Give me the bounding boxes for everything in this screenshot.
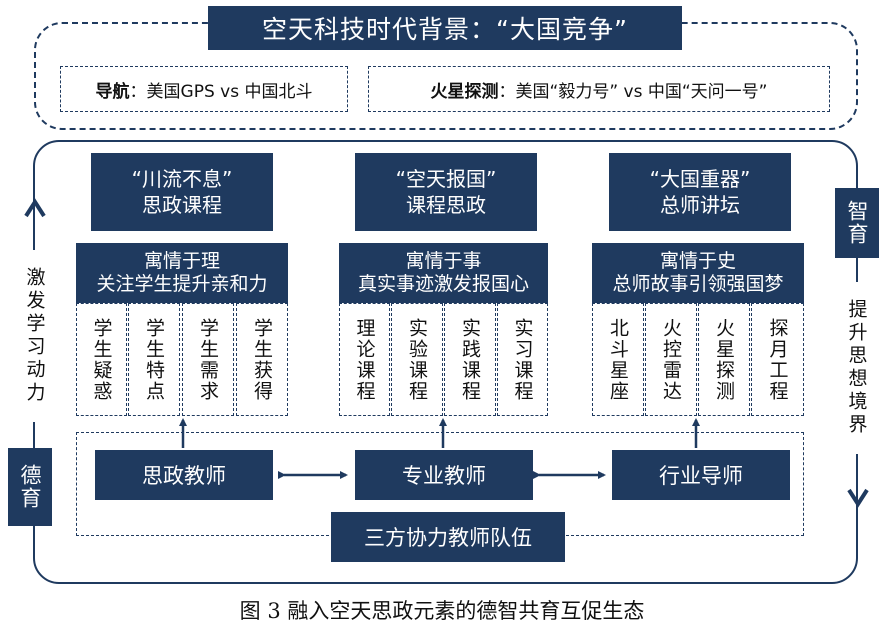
course-box-politics: “川流不息” 思政课程 xyxy=(91,153,273,231)
cell-practice-course: 实践课程 xyxy=(444,303,496,416)
theme-box-reason: 寓情于理 关注学生提升亲和力 xyxy=(76,243,288,303)
navigation-text: ：美国GPS vs 中国北斗 xyxy=(129,81,313,102)
theme-box-deeds: 寓情于事 真实事迹激发报国心 xyxy=(339,243,548,303)
mars-text: ：美国“毅力号” vs 中国“天问一号” xyxy=(498,81,768,102)
cell-student-traits: 学生特点 xyxy=(128,303,180,416)
course-forum-line2: 总师讲坛 xyxy=(660,193,740,217)
figure-caption: 图 3 融入空天思政元素的德智共育互促生态 xyxy=(239,599,645,623)
cell-fire-radar: 火控雷达 xyxy=(645,303,697,416)
course-box-ideology: “空天报国” 课程思政 xyxy=(355,153,537,231)
left-up-chevron xyxy=(24,198,46,218)
course-forum-line1: “大国重器” xyxy=(649,167,751,191)
mars-exploration-comparison: 火星探测：美国“毅力号” vs 中国“天问一号” xyxy=(368,66,830,112)
navigation-comparison: 导航：美国GPS vs 中国北斗 xyxy=(60,66,348,112)
course-ideology-line1: “空天报国” xyxy=(395,167,497,191)
mars-label: 火星探测 xyxy=(430,81,499,102)
course-ideology-line2: 课程思政 xyxy=(406,193,486,217)
theme-deeds-line2: 真实事迹激发报国心 xyxy=(357,273,529,295)
teacher-major: 专业教师 xyxy=(355,450,533,500)
theme-reason-line2: 关注学生提升亲和力 xyxy=(96,273,268,295)
right-down-chevron xyxy=(847,488,869,508)
teacher-team-label: 三方协力教师队伍 xyxy=(331,512,565,562)
cell-student-needs: 学生需求 xyxy=(182,303,234,416)
cell-mars: 火星探测 xyxy=(698,303,750,416)
theme-deeds-line1: 寓情于事 xyxy=(405,250,482,272)
context-title: 空天科技时代背景：“大国竞争” xyxy=(208,6,682,50)
cell-beidou: 北斗星座 xyxy=(592,303,644,416)
thinking-label: 提升思想境界 xyxy=(842,282,872,454)
intellect-education-box: 智育 xyxy=(835,188,879,258)
cell-student-doubt: 学生疑惑 xyxy=(76,303,127,416)
course-politics-line2: 思政课程 xyxy=(142,193,222,217)
theme-reason-line1: 寓情于理 xyxy=(143,250,220,272)
cell-lunar: 探月工程 xyxy=(751,303,804,416)
teacher-politics: 思政教师 xyxy=(95,450,273,500)
cell-internship-course: 实习课程 xyxy=(497,303,548,416)
cell-student-gains: 学生获得 xyxy=(236,303,288,416)
theme-history-line2: 总师故事引领强国梦 xyxy=(612,273,784,295)
cell-lab-course: 实验课程 xyxy=(391,303,443,416)
theme-history-line1: 寓情于史 xyxy=(659,250,736,272)
course-box-forum: “大国重器” 总师讲坛 xyxy=(609,153,791,231)
course-politics-line1: “川流不息” xyxy=(131,167,233,191)
moral-education-box: 德育 xyxy=(8,448,52,526)
navigation-label: 导航 xyxy=(95,81,130,102)
motivation-label: 激发学习动力 xyxy=(20,250,50,422)
teacher-industry: 行业导师 xyxy=(612,450,790,500)
theme-box-history: 寓情于史 总师故事引领强国梦 xyxy=(592,243,804,303)
cell-theory-course: 理论课程 xyxy=(339,303,390,416)
